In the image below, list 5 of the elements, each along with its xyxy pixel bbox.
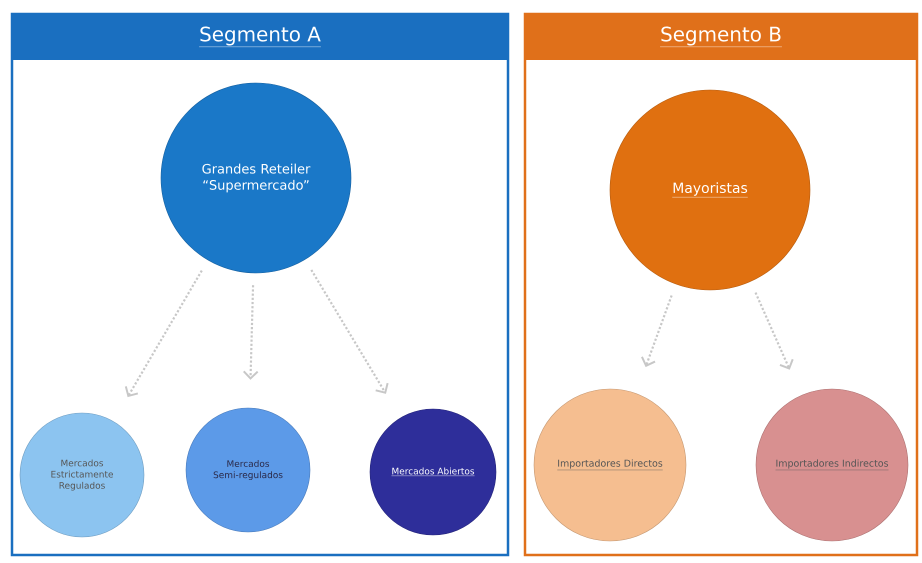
arrow [641, 295, 673, 368]
arrow [124, 270, 203, 398]
arrow [243, 285, 258, 380]
arrow [754, 292, 794, 370]
arrow [310, 269, 389, 394]
